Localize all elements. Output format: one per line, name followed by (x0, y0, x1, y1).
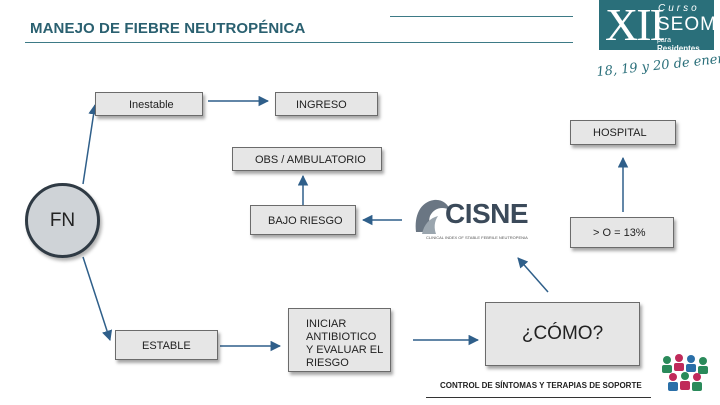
iniciar-box: INICIAR ANTIBIOTICO Y EVALUAR EL RIESGO (288, 308, 391, 372)
estable-box: ESTABLE (115, 330, 218, 360)
o13-label: > O = 13% (593, 227, 646, 239)
title-overline (390, 16, 573, 17)
ingreso-box: INGRESO (275, 92, 378, 116)
logo-numeral: XII (605, 0, 665, 50)
arrow-fn-to-inestable (82, 103, 99, 185)
como-box: ¿CÓMO? (485, 302, 640, 366)
o13-box: > O = 13% (570, 217, 674, 248)
obs-label: OBS / AMBULATORIO (255, 154, 366, 166)
hospital-box: HOSPITAL (570, 120, 676, 145)
people-group-icon (662, 354, 708, 391)
title-underline (25, 42, 573, 43)
cisne-wordmark: CISNE (445, 198, 529, 229)
inestable-box: Inestable (95, 92, 203, 116)
bajo-riesgo-label: BAJO RIESGO (268, 215, 343, 227)
arrow-fn-to-estable (82, 256, 113, 341)
arrow-como-to-o13 (517, 257, 549, 293)
footer-text: CONTROL DE SÍNTOMAS Y TERAPIAS DE SOPORT… (440, 381, 642, 390)
logo-curso: Curso (658, 3, 700, 14)
como-label: ¿CÓMO? (521, 323, 604, 344)
cisne-logo: CISNE CLINICAL INDEX OF STABLE FEBRILE N… (412, 194, 529, 244)
hospital-label: HOSPITAL (593, 127, 647, 139)
cisne-subtitle: CLINICAL INDEX OF STABLE FEBRILE NEUTROP… (426, 235, 528, 240)
course-logo: XII Curso SEOM para Residentes (599, 0, 717, 53)
iniciar-label: INICIAR ANTIBIOTICO Y EVALUAR EL RIESGO (306, 318, 383, 369)
ingreso-label: INGRESO (296, 99, 347, 111)
inestable-label: Inestable (129, 99, 174, 111)
logo-seom: SEOM (657, 14, 717, 35)
fn-label: FN (49, 209, 76, 231)
estable-label: ESTABLE (142, 340, 191, 352)
footer-rule (426, 397, 651, 398)
fn-node: FN (25, 183, 100, 258)
bajo-riesgo-box: BAJO RIESGO (250, 205, 356, 235)
page-title: MANEJO DE FIEBRE NEUTROPÉNICA (30, 20, 306, 37)
obs-box: OBS / AMBULATORIO (232, 147, 382, 171)
swan-icon (415, 199, 450, 234)
logo-residentes: para Residentes (657, 37, 700, 53)
